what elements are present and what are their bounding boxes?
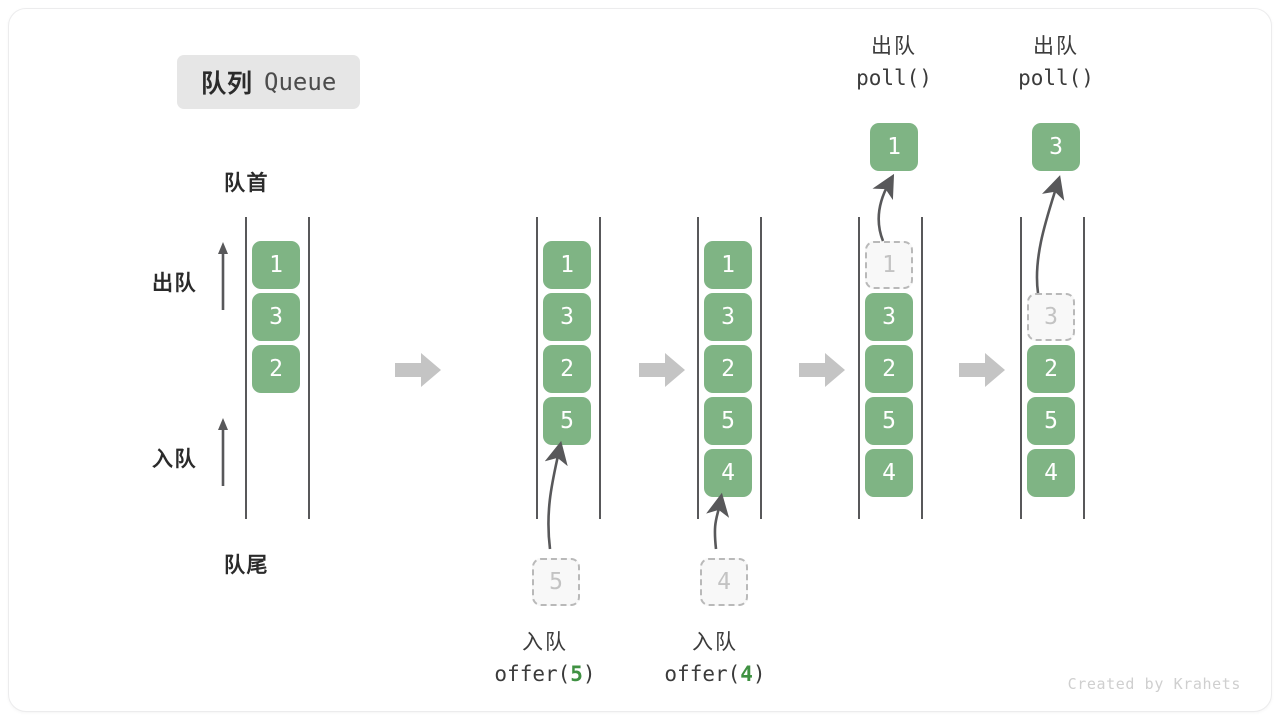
offer-5-label-line2: offer(5) bbox=[494, 661, 596, 686]
offer-5-label-line1: 入队 bbox=[522, 631, 568, 654]
transition-arrow-icon bbox=[959, 353, 1005, 387]
queue-cell: 5 bbox=[543, 397, 591, 445]
queue-ghost-cell: 1 bbox=[865, 241, 913, 289]
queue-cell: 1 bbox=[543, 241, 591, 289]
queue-rail-right-5 bbox=[1083, 217, 1085, 519]
poll-1-label-line1: 出队 bbox=[871, 35, 917, 58]
queue-cell: 3 bbox=[704, 293, 752, 341]
poll-1-motion-arrow bbox=[872, 173, 895, 242]
offer-4-label-line1: 入队 bbox=[692, 631, 738, 654]
transition-arrow-icon bbox=[639, 353, 685, 387]
offer-4-label-line2: offer(4) bbox=[664, 661, 766, 686]
queue-cell: 4 bbox=[865, 449, 913, 497]
queue-cell: 3 bbox=[543, 293, 591, 341]
dequeue-up-arrow-icon bbox=[218, 242, 228, 310]
poll-3-operation-label: 出队 poll() bbox=[976, 31, 1136, 95]
queue-rail-right-2 bbox=[599, 217, 601, 519]
queue-rail-right-4 bbox=[921, 217, 923, 519]
offer-5-motion-arrow bbox=[544, 440, 568, 550]
enqueue-up-arrow-icon bbox=[218, 418, 228, 486]
offer-4-argument: 4 bbox=[740, 661, 753, 686]
queue-cell: 5 bbox=[704, 397, 752, 445]
queue-rail-right-1 bbox=[308, 217, 310, 519]
queue-cell: 2 bbox=[543, 345, 591, 393]
queue-cell: 2 bbox=[865, 345, 913, 393]
queue-rail-left-1 bbox=[245, 217, 247, 519]
queue-head-label-wrap: 队首 bbox=[224, 167, 269, 197]
queue-cell: 3 bbox=[865, 293, 913, 341]
queue-rail-left-3 bbox=[697, 217, 699, 519]
queue-cell: 1 bbox=[252, 241, 300, 289]
diagram-card: 队列 Queue 队首 队尾 出队 入队 1 3 2 1 3 2 5 5 入队 … bbox=[8, 8, 1272, 712]
diagram-title-badge: 队列 Queue bbox=[177, 55, 361, 109]
queue-tail-label: 队尾 bbox=[224, 554, 269, 577]
offer-4-operation-label: 入队 offer(4) bbox=[645, 627, 785, 691]
popped-element-cell: 1 bbox=[870, 123, 918, 171]
queue-cell: 2 bbox=[252, 345, 300, 393]
popped-element-cell: 3 bbox=[1032, 123, 1080, 171]
queue-cell: 4 bbox=[1027, 449, 1075, 497]
poll-1-operation-label: 出队 poll() bbox=[814, 31, 974, 95]
queue-cell: 5 bbox=[1027, 397, 1075, 445]
poll-3-label-line1: 出队 bbox=[1033, 35, 1079, 58]
queue-cell: 2 bbox=[704, 345, 752, 393]
queue-cell: 2 bbox=[1027, 345, 1075, 393]
title-chinese: 队列 bbox=[201, 70, 254, 98]
offer-4-motion-arrow bbox=[706, 492, 730, 550]
queue-ghost-cell: 3 bbox=[1027, 293, 1075, 341]
poll-3-motion-arrow bbox=[1035, 175, 1065, 294]
queue-ghost-cell: 4 bbox=[700, 558, 748, 606]
enqueue-direction-label: 入队 bbox=[152, 448, 197, 471]
enqueue-direction-label-wrap: 入队 bbox=[152, 443, 197, 473]
queue-cell: 3 bbox=[252, 293, 300, 341]
queue-cell: 4 bbox=[704, 449, 752, 497]
dequeue-direction-label: 出队 bbox=[152, 272, 197, 295]
queue-rail-left-5 bbox=[1020, 217, 1022, 519]
queue-head-label: 队首 bbox=[224, 172, 269, 195]
queue-cell: 1 bbox=[704, 241, 752, 289]
watermark-text: Created by Krahets bbox=[1067, 675, 1241, 693]
queue-cell: 5 bbox=[865, 397, 913, 445]
queue-rail-left-4 bbox=[858, 217, 860, 519]
title-english: Queue bbox=[264, 68, 337, 96]
transition-arrow-icon bbox=[395, 353, 441, 387]
poll-1-label-line2: poll() bbox=[856, 65, 932, 90]
offer-5-operation-label: 入队 offer(5) bbox=[475, 627, 615, 691]
queue-tail-label-wrap: 队尾 bbox=[224, 549, 269, 579]
dequeue-direction-label-wrap: 出队 bbox=[152, 267, 197, 297]
offer-5-argument: 5 bbox=[570, 661, 583, 686]
poll-3-label-line2: poll() bbox=[1018, 65, 1094, 90]
transition-arrow-icon bbox=[799, 353, 845, 387]
queue-rail-left-2 bbox=[536, 217, 538, 519]
queue-ghost-cell: 5 bbox=[532, 558, 580, 606]
queue-rail-right-3 bbox=[760, 217, 762, 519]
